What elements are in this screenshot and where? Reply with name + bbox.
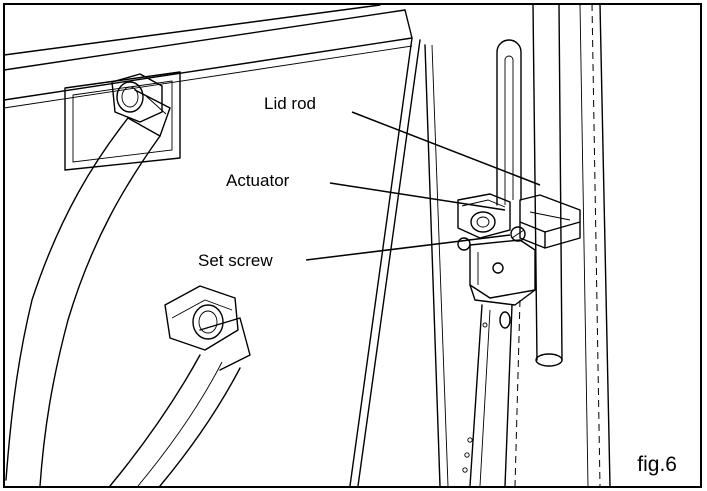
figure-number-label: fig.6 [633, 453, 681, 477]
rod-bracket [519, 194, 581, 249]
figure-frame [3, 3, 702, 488]
actuator-part [457, 193, 511, 239]
upper-hose-nut [111, 73, 171, 137]
cabinet-top-panel [3, 4, 413, 109]
set-screw-part [457, 226, 526, 251]
guide-slot [496, 39, 522, 206]
lower-hose-nut [164, 285, 251, 371]
upper-hose [5, 117, 161, 487]
callout-leaders [305, 111, 541, 261]
switch-block [469, 239, 536, 306]
mounting-strip [462, 299, 521, 487]
callout-set-screw: Set screw [196, 251, 275, 271]
lid-rod-part [532, 3, 563, 367]
cabinet-vertical-edges [349, 3, 611, 487]
callout-lid-rod: Lid rod [262, 94, 318, 114]
lower-hose [109, 354, 241, 487]
callout-actuator: Actuator [224, 171, 292, 191]
fitting-plate [64, 71, 181, 171]
